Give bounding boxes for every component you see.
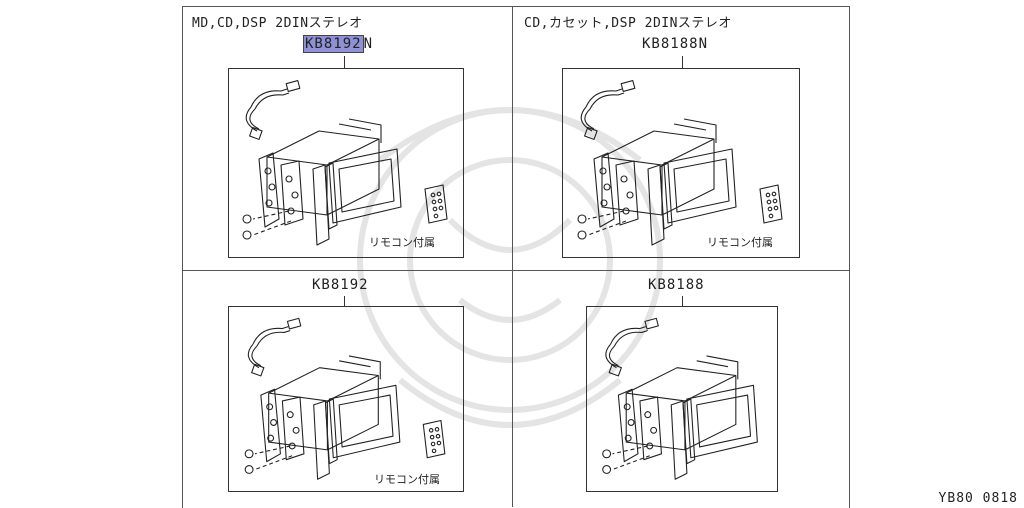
panel-4-leader-line xyxy=(682,296,683,306)
panel-4-part-number[interactable]: KB8188 xyxy=(648,277,705,293)
panel-3-illustration-box[interactable]: リモコン付属 xyxy=(228,306,464,492)
panel-2-remote-label: リモコン付属 xyxy=(707,236,773,249)
panel-1-header: MD,CD,DSP 2DINステレオ xyxy=(192,16,363,31)
panel-1-remote-label: リモコン付属 xyxy=(369,236,435,249)
panel-3-leader-line xyxy=(344,296,345,306)
column-divider xyxy=(512,6,513,507)
panel-1-leader-line xyxy=(344,56,345,68)
panel-3-part-number[interactable]: KB8192 xyxy=(312,277,369,293)
panel-2-part-number[interactable]: KB8188N xyxy=(642,36,709,52)
stereo-unit-illustration xyxy=(577,80,783,246)
panel-2-illustration-box[interactable]: リモコン付属 xyxy=(562,68,800,258)
stereo-unit-illustration xyxy=(244,317,446,480)
stereo-unit-illustration xyxy=(602,317,758,480)
panel-2-header: CD,カセット,DSP 2DINステレオ xyxy=(524,16,732,31)
row-divider xyxy=(182,270,849,271)
part-number-suffix: N xyxy=(363,36,374,52)
panel-2-leader-line xyxy=(682,56,683,68)
panel-4-illustration-box[interactable] xyxy=(586,306,778,492)
diagram-frame xyxy=(182,6,850,508)
panel-3-remote-label: リモコン付属 xyxy=(374,473,440,486)
diagram-code: YB80 0818 xyxy=(938,491,1018,506)
part-number-highlight[interactable]: KB8192 xyxy=(303,35,364,53)
stereo-unit-illustration xyxy=(242,80,448,246)
panel-1-illustration-box[interactable]: リモコン付属 xyxy=(228,68,464,258)
watermark-crest-icon xyxy=(357,107,663,428)
